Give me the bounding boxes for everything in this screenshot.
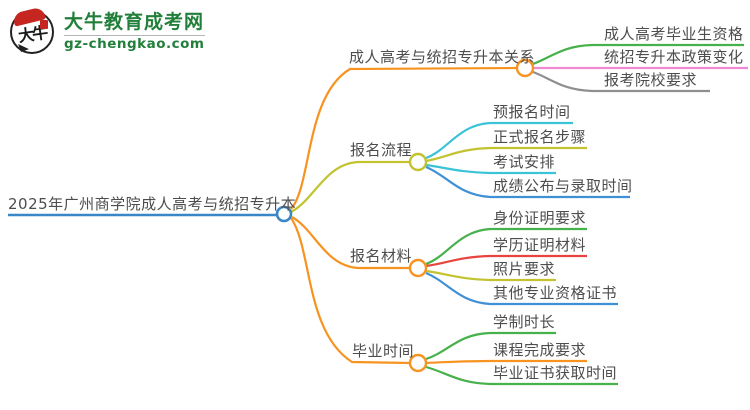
logo-divider — [64, 35, 205, 36]
logo-red-seal-icon — [40, 20, 48, 29]
branch-3-child-2-label: 照片要求 — [493, 260, 556, 278]
branch-3-label: 报名材料 — [350, 247, 413, 265]
branch-1-child-0-label: 成人高考毕业生资格 — [604, 25, 744, 43]
branch-3-child-3-label: 其他专业资格证书 — [493, 284, 618, 302]
branch-3-child-2-link — [425, 269, 556, 282]
branch-2-node-circle[interactable] — [408, 152, 428, 172]
branch-1-child-0-link — [532, 43, 744, 66]
logo-bull-icon: 大牛 — [10, 6, 54, 60]
branch-3-link — [291, 216, 411, 270]
branch-2-label: 报名流程 — [350, 141, 413, 159]
branch-2-child-1-label: 正式报名步骤 — [493, 128, 587, 146]
branch-2-child-0-link — [425, 121, 573, 160]
branch-2-child-3-link — [425, 165, 630, 199]
branch-3-child-1-link — [425, 254, 587, 268]
branch-2-child-0-label: 预报名时间 — [493, 103, 571, 121]
branch-4-child-1-label: 课程完成要求 — [493, 341, 587, 359]
branch-3-child-0-link — [425, 227, 587, 266]
branch-4-node-circle[interactable] — [408, 353, 428, 373]
branch-1-link — [290, 66, 519, 210]
branch-2-child-2-label: 考试安排 — [493, 153, 556, 171]
branch-4-link — [290, 217, 412, 365]
root-topic-label: 2025年广州商学院成人高考与统招专升本 — [8, 195, 297, 213]
logo-text-block: 大牛教育成考网 gz-chengkao.com — [64, 12, 205, 52]
branch-1-child-1-label: 统招专升本政策变化 — [604, 48, 744, 66]
branch-4-child-1-link — [425, 359, 587, 365]
branch-2-link — [290, 160, 411, 213]
logo-domain: gz-chengkao.com — [64, 36, 205, 52]
branch-3-node-circle[interactable] — [408, 258, 428, 278]
branch-2-child-3-label: 成绩公布与录取时间 — [493, 177, 633, 195]
branch-4-child-0-link — [425, 331, 556, 361]
branch-4-child-2-label: 毕业证书获取时间 — [493, 364, 618, 382]
branch-1-node-circle[interactable] — [515, 58, 535, 78]
branch-4-child-0-label: 学制时长 — [493, 313, 556, 331]
branch-2-child-2-link — [425, 163, 556, 175]
logo-site-name: 大牛教育成考网 — [64, 11, 205, 33]
branch-4-label: 毕业时间 — [352, 342, 415, 360]
branch-1-child-2-label: 报考院校要求 — [604, 71, 698, 89]
branch-3-child-3-link — [425, 271, 618, 306]
root-node-circle[interactable] — [275, 205, 293, 223]
branch-3-child-0-label: 身份证明要求 — [493, 209, 587, 227]
branch-2-child-1-link — [425, 146, 587, 163]
branch-1-child-2-link — [532, 70, 710, 93]
branch-1-label: 成人高考与统招专升本关系 — [349, 48, 536, 66]
branch-3-child-1-label: 学历证明材料 — [493, 236, 587, 254]
branch-4-child-2-link — [425, 365, 618, 386]
site-logo[interactable]: 大牛 大牛教育成考网 gz-chengkao.com — [10, 6, 205, 60]
